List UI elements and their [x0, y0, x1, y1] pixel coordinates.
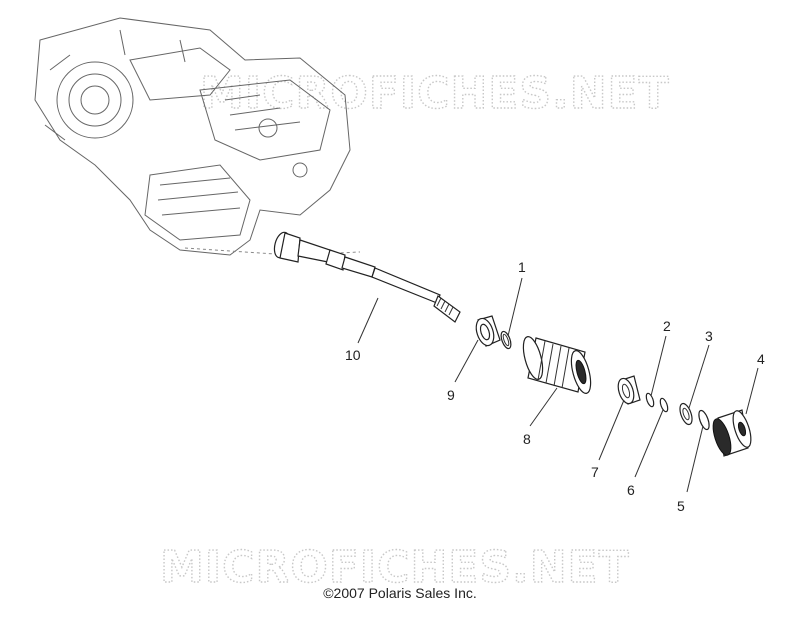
leader-8 — [529, 387, 558, 427]
leader-lines — [357, 277, 759, 493]
leader-5 — [686, 425, 704, 493]
callout-7: 7 — [591, 464, 599, 480]
leader-1 — [507, 277, 523, 337]
part-4-spacer — [712, 409, 752, 457]
watermark-bottom: MICROFICHES.NET — [160, 542, 630, 593]
engine-assembly — [34, 17, 361, 256]
callout-8: 8 — [523, 431, 531, 447]
leader-3 — [688, 344, 710, 409]
callout-5: 5 — [677, 498, 685, 514]
leader-10 — [357, 297, 379, 344]
callout-3: 3 — [705, 328, 713, 344]
leader-6 — [634, 409, 664, 478]
leader-9 — [454, 339, 479, 383]
leader-4 — [745, 367, 759, 415]
leader-2 — [650, 335, 667, 397]
callout-9: 9 — [447, 387, 455, 403]
callout-10: 10 — [345, 347, 361, 363]
watermark-top: MICROFICHES.NET — [200, 68, 670, 119]
part-6-snap-ring — [659, 397, 669, 413]
callout-2: 2 — [663, 318, 671, 334]
callouts: 1 2 3 4 5 6 7 8 9 10 — [345, 259, 765, 514]
part-2-washer — [645, 392, 655, 408]
part-10-shaft — [273, 231, 461, 323]
part-7-bearing — [617, 375, 641, 405]
callout-6: 6 — [627, 482, 635, 498]
part-3-washer — [679, 402, 693, 426]
callout-1: 1 — [518, 259, 526, 275]
part-5-snap-ring — [698, 409, 710, 431]
part-8-gear — [522, 336, 592, 394]
copyright-text: ©2007 Polaris Sales Inc. — [323, 585, 477, 601]
part-9-bearing — [475, 315, 501, 347]
part-1-snap-ring — [500, 330, 512, 350]
leader-7 — [598, 399, 625, 461]
callout-4: 4 — [757, 351, 765, 367]
